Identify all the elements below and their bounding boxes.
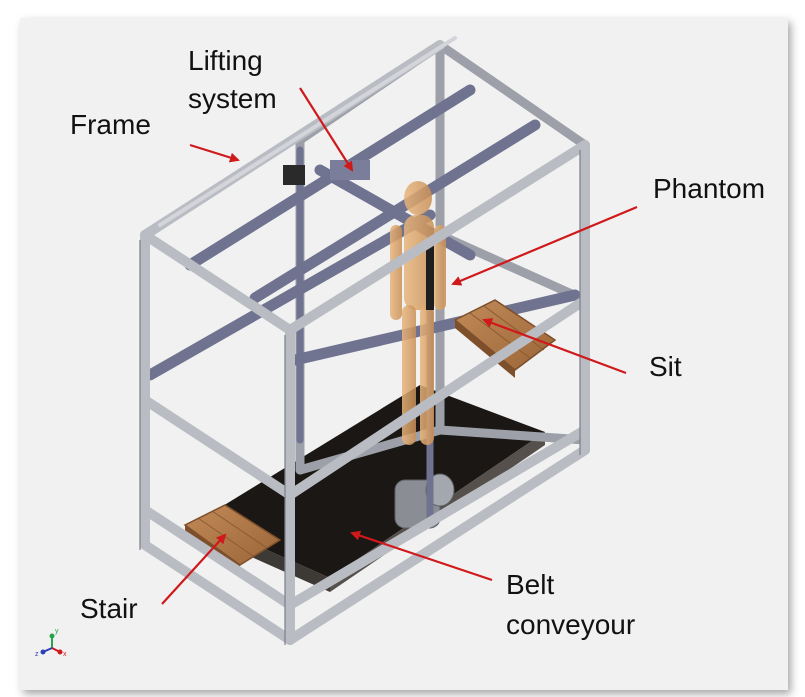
label-lifting-line2: system (188, 83, 277, 114)
arrow-sit (482, 318, 627, 375)
axis-y-label: y (55, 628, 59, 635)
label-stair: Stair (80, 593, 138, 624)
label-belt-line1: Belt (506, 569, 555, 600)
label-frame: Frame (70, 109, 151, 140)
arrow-phantom (451, 205, 638, 286)
label-phantom: Phantom (653, 173, 766, 204)
frame-edges (139, 150, 581, 645)
arrow-lifting-system (299, 87, 354, 172)
label-belt-line2: conveyour (506, 609, 636, 640)
sit-board (453, 299, 557, 378)
arrow-belt-conveyour (350, 530, 493, 582)
arrow-frame (189, 143, 240, 163)
callout-arrows (161, 87, 638, 605)
axis-triad: y x z (35, 628, 67, 658)
label-lifting-line1: Lifting (188, 45, 263, 76)
axis-x-label: x (63, 651, 67, 658)
frame-front (140, 36, 590, 645)
label-sit: Sit (649, 351, 682, 382)
axis-z-label: z (35, 651, 39, 658)
arrow-stair (161, 533, 227, 605)
